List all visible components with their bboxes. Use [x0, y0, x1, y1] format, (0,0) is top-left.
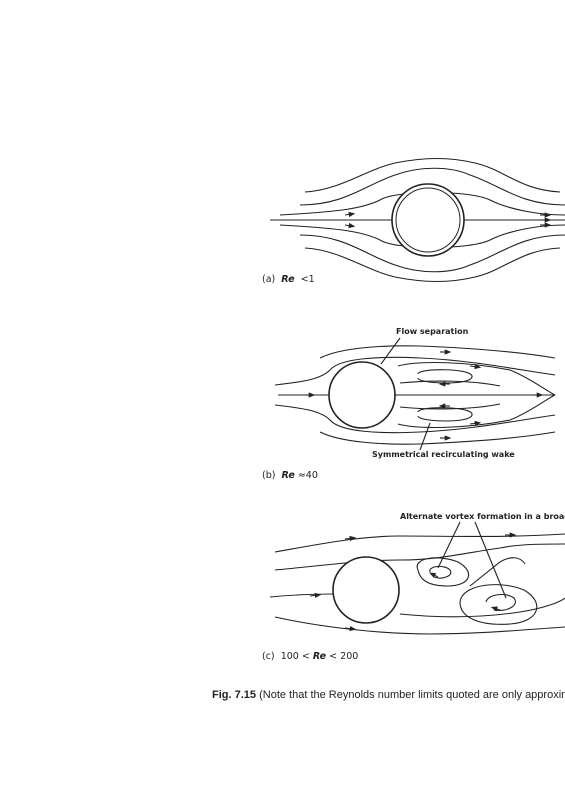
panel-a-diagram — [0, 160, 565, 280]
streamline-a-5 — [300, 235, 565, 272]
panel-c-label: (c) 100 < Re < 200 — [262, 651, 359, 662]
panel-b-diagram — [0, 340, 565, 445]
figure-caption: Fig. 7.15 (Note that the Reynolds number… — [212, 689, 565, 701]
streamline-a-4 — [300, 168, 565, 205]
vortex-1-outer — [417, 558, 468, 586]
vortex-2-outer — [460, 585, 537, 625]
vortex-formation-label: Alternate vortex formation in a broad wa — [400, 512, 565, 521]
cylinder-a — [391, 183, 465, 257]
wake-vortex-lower — [418, 408, 472, 421]
cylinder-b — [328, 361, 396, 429]
vortex-1-inner — [430, 566, 451, 578]
flow-separation-label: Flow separation — [396, 327, 469, 336]
cylinder-c — [332, 556, 400, 624]
panel-a-label: (a) Re <1 — [262, 274, 315, 285]
panel-b-label: (b) Re ≈40 — [262, 470, 318, 481]
panel-c-diagram — [0, 522, 565, 647]
streamline-a-7 — [305, 248, 560, 282]
vortex-2-inner — [486, 595, 515, 611]
figure-number: Fig. 7.15 — [212, 689, 257, 701]
streamline-a-6 — [305, 159, 560, 193]
figure-caption-text: (Note that the Reynolds number limits qu… — [259, 689, 565, 701]
recirculating-wake-label: Symmetrical recirculating wake — [372, 450, 515, 459]
wake-vortex-upper — [418, 370, 472, 383]
